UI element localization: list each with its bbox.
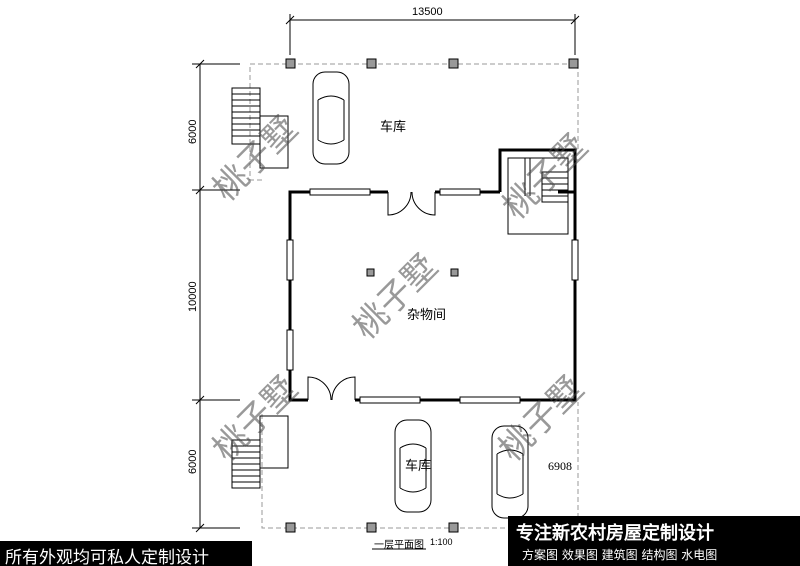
banner-title: 专注新农村房屋定制设计 bbox=[516, 523, 714, 544]
annotation-number: 6908 bbox=[548, 459, 572, 473]
room-label-storage: 杂物间 bbox=[407, 308, 447, 323]
structural-columns bbox=[285, 58, 579, 533]
column bbox=[448, 58, 459, 69]
car-icon bbox=[312, 71, 350, 165]
bottom-right-banner: 专注新农村房屋定制设计 方案图 效果图 建筑图 结构图 水电图 bbox=[508, 516, 800, 566]
window-marks bbox=[286, 188, 579, 404]
car-icon bbox=[394, 419, 432, 513]
column bbox=[450, 268, 459, 277]
outdoor-stair-top bbox=[231, 87, 289, 169]
column bbox=[285, 522, 296, 533]
drawing-title: 一层平面图 bbox=[374, 540, 424, 551]
top-dimension-line bbox=[285, 14, 580, 55]
column bbox=[366, 268, 375, 277]
bottom-left-banner: 所有外观均可私人定制设计 bbox=[0, 541, 252, 566]
carport-dashed-outline bbox=[249, 63, 579, 529]
room-label-garage-north: 车库 bbox=[380, 120, 407, 135]
column bbox=[366, 58, 377, 69]
dimension-width: 13500 bbox=[412, 6, 443, 18]
room-label-garage-south: 车库 bbox=[405, 459, 432, 474]
left-dimension-line bbox=[192, 59, 240, 533]
banner-services: 方案图 效果图 建筑图 结构图 水电图 bbox=[522, 548, 718, 562]
column bbox=[285, 58, 296, 69]
outdoor-stair-bottom bbox=[231, 415, 289, 489]
column bbox=[448, 522, 459, 533]
dimension-top-garage: 6000 bbox=[187, 119, 199, 144]
column bbox=[366, 522, 377, 533]
door-swings bbox=[307, 191, 436, 401]
dimension-room-depth: 10000 bbox=[187, 281, 199, 312]
column bbox=[568, 58, 579, 69]
drawing-scale: 1:100 bbox=[430, 537, 453, 547]
dimension-bottom-garage: 6000 bbox=[187, 449, 199, 474]
inner-stair bbox=[507, 157, 569, 235]
banner-slogan: 所有外观均可私人定制设计 bbox=[5, 548, 209, 566]
